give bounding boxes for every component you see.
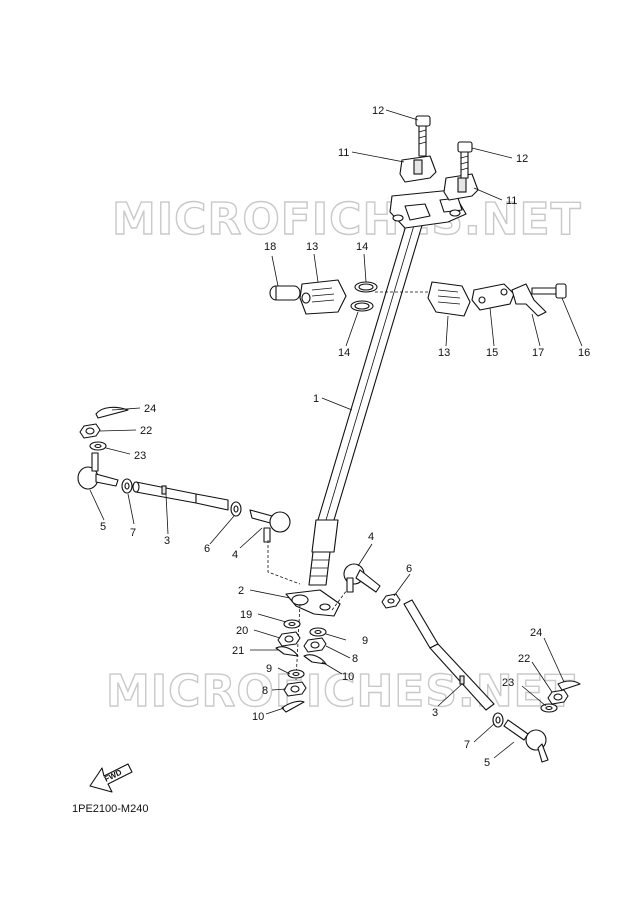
watermark-top: MICROFICHES.NET — [112, 194, 582, 245]
callout-24-right: 24 — [530, 627, 542, 639]
assembly-line-pitman — [295, 603, 301, 681]
washer-9-upper — [309, 627, 327, 637]
diagram-code: 1PE2100-M240 — [72, 803, 149, 815]
callout-9-upper: 9 — [362, 635, 368, 647]
callout-22-left: 22 — [140, 425, 152, 437]
callout-5-right: 5 — [484, 757, 490, 769]
cotter-pin-10-lower — [281, 700, 305, 713]
washer-19 — [283, 619, 301, 629]
bolt-16 — [531, 283, 567, 299]
oring-14-top — [354, 281, 378, 293]
callout-13-right: 13 — [438, 347, 450, 359]
callout-14-top: 14 — [356, 241, 368, 253]
callout-21: 21 — [232, 645, 244, 657]
tie-rod-3-right — [403, 599, 495, 711]
bracket-17 — [511, 283, 547, 317]
tie-rod-end-5-left — [77, 452, 119, 490]
tie-rod-end-4-right — [343, 563, 381, 593]
callout-23-left: 23 — [134, 450, 146, 462]
callout-8-lower: 8 — [262, 685, 268, 697]
nut-22-right — [547, 689, 569, 705]
nut-8-upper — [303, 637, 327, 653]
bolt-top-left — [415, 115, 431, 157]
callout-17: 17 — [532, 347, 544, 359]
callout-20: 20 — [236, 625, 248, 637]
callout-8-upper: 8 — [352, 653, 358, 665]
nut-22-left — [79, 423, 101, 439]
callout-22-right: 22 — [518, 653, 530, 665]
nut-8-lower — [283, 681, 307, 697]
callout-6-left: 6 — [204, 543, 210, 555]
callout-10-upper: 10 — [342, 671, 354, 683]
locknut-6-right — [381, 593, 401, 609]
callout-5-left: 5 — [100, 521, 106, 533]
callout-3-right: 3 — [432, 707, 438, 719]
callout-12-top-left: 12 — [372, 105, 384, 117]
cotter-pin-21 — [275, 646, 299, 657]
callout-12-top-right: 12 — [516, 153, 528, 165]
callout-19: 19 — [240, 609, 252, 621]
washer-23-right — [540, 703, 558, 713]
cotter-pin-24-left — [95, 406, 129, 419]
watermark-bottom: MICROFICHES.NET — [106, 666, 576, 717]
cotter-pin-24-right — [557, 680, 581, 691]
callout-15: 15 — [486, 347, 498, 359]
locknut-6-left — [230, 501, 242, 517]
callout-24-left: 24 — [144, 403, 156, 415]
plate-15 — [471, 283, 515, 311]
bolt-top-right — [457, 141, 473, 179]
callout-13-left: 13 — [306, 241, 318, 253]
holder-cap-left — [399, 155, 437, 183]
callout-18: 18 — [264, 241, 276, 253]
callout-11-left: 11 — [338, 147, 349, 159]
callout-7-left: 7 — [130, 527, 136, 539]
assembly-line-left — [267, 540, 301, 585]
locknut-7-left — [121, 478, 133, 494]
fwd-arrow-icon: FWD — [89, 763, 133, 793]
callout-10-lower: 10 — [252, 711, 264, 723]
callout-6-right: 6 — [406, 563, 412, 575]
callout-4-left: 4 — [232, 549, 238, 561]
callout-4-right: 4 — [368, 531, 374, 543]
bushing-13-right — [427, 281, 471, 317]
pitman-arm-2 — [285, 589, 341, 617]
callout-1: 1 — [313, 393, 319, 405]
holder-cap-right — [443, 173, 479, 201]
collar-18 — [269, 285, 301, 301]
leader-lines — [89, 109, 583, 759]
callout-11-right: 11 — [506, 195, 517, 207]
callout-23-right: 23 — [502, 677, 514, 689]
callout-14-bottom: 14 — [338, 347, 350, 359]
callout-3-left: 3 — [164, 535, 170, 547]
tie-rod-3-left — [132, 481, 229, 511]
tie-rod-end-5-right — [503, 719, 549, 763]
callout-7-right: 7 — [464, 739, 470, 751]
callout-16: 16 — [578, 347, 590, 359]
callout-9-lower: 9 — [266, 663, 272, 675]
nut-20 — [277, 631, 301, 647]
washer-9-lower — [287, 669, 305, 679]
callout-labels: 12 12 11 11 18 13 14 14 13 15 17 16 1 24… — [100, 105, 590, 769]
callout-2: 2 — [238, 585, 244, 597]
oring-14-bottom — [350, 300, 374, 312]
steering-shaft — [308, 221, 424, 586]
tie-rod-end-4-left — [249, 509, 291, 543]
washer-23-left — [89, 441, 107, 451]
locknut-7-right — [492, 712, 504, 728]
bushing-13-left — [299, 279, 347, 315]
